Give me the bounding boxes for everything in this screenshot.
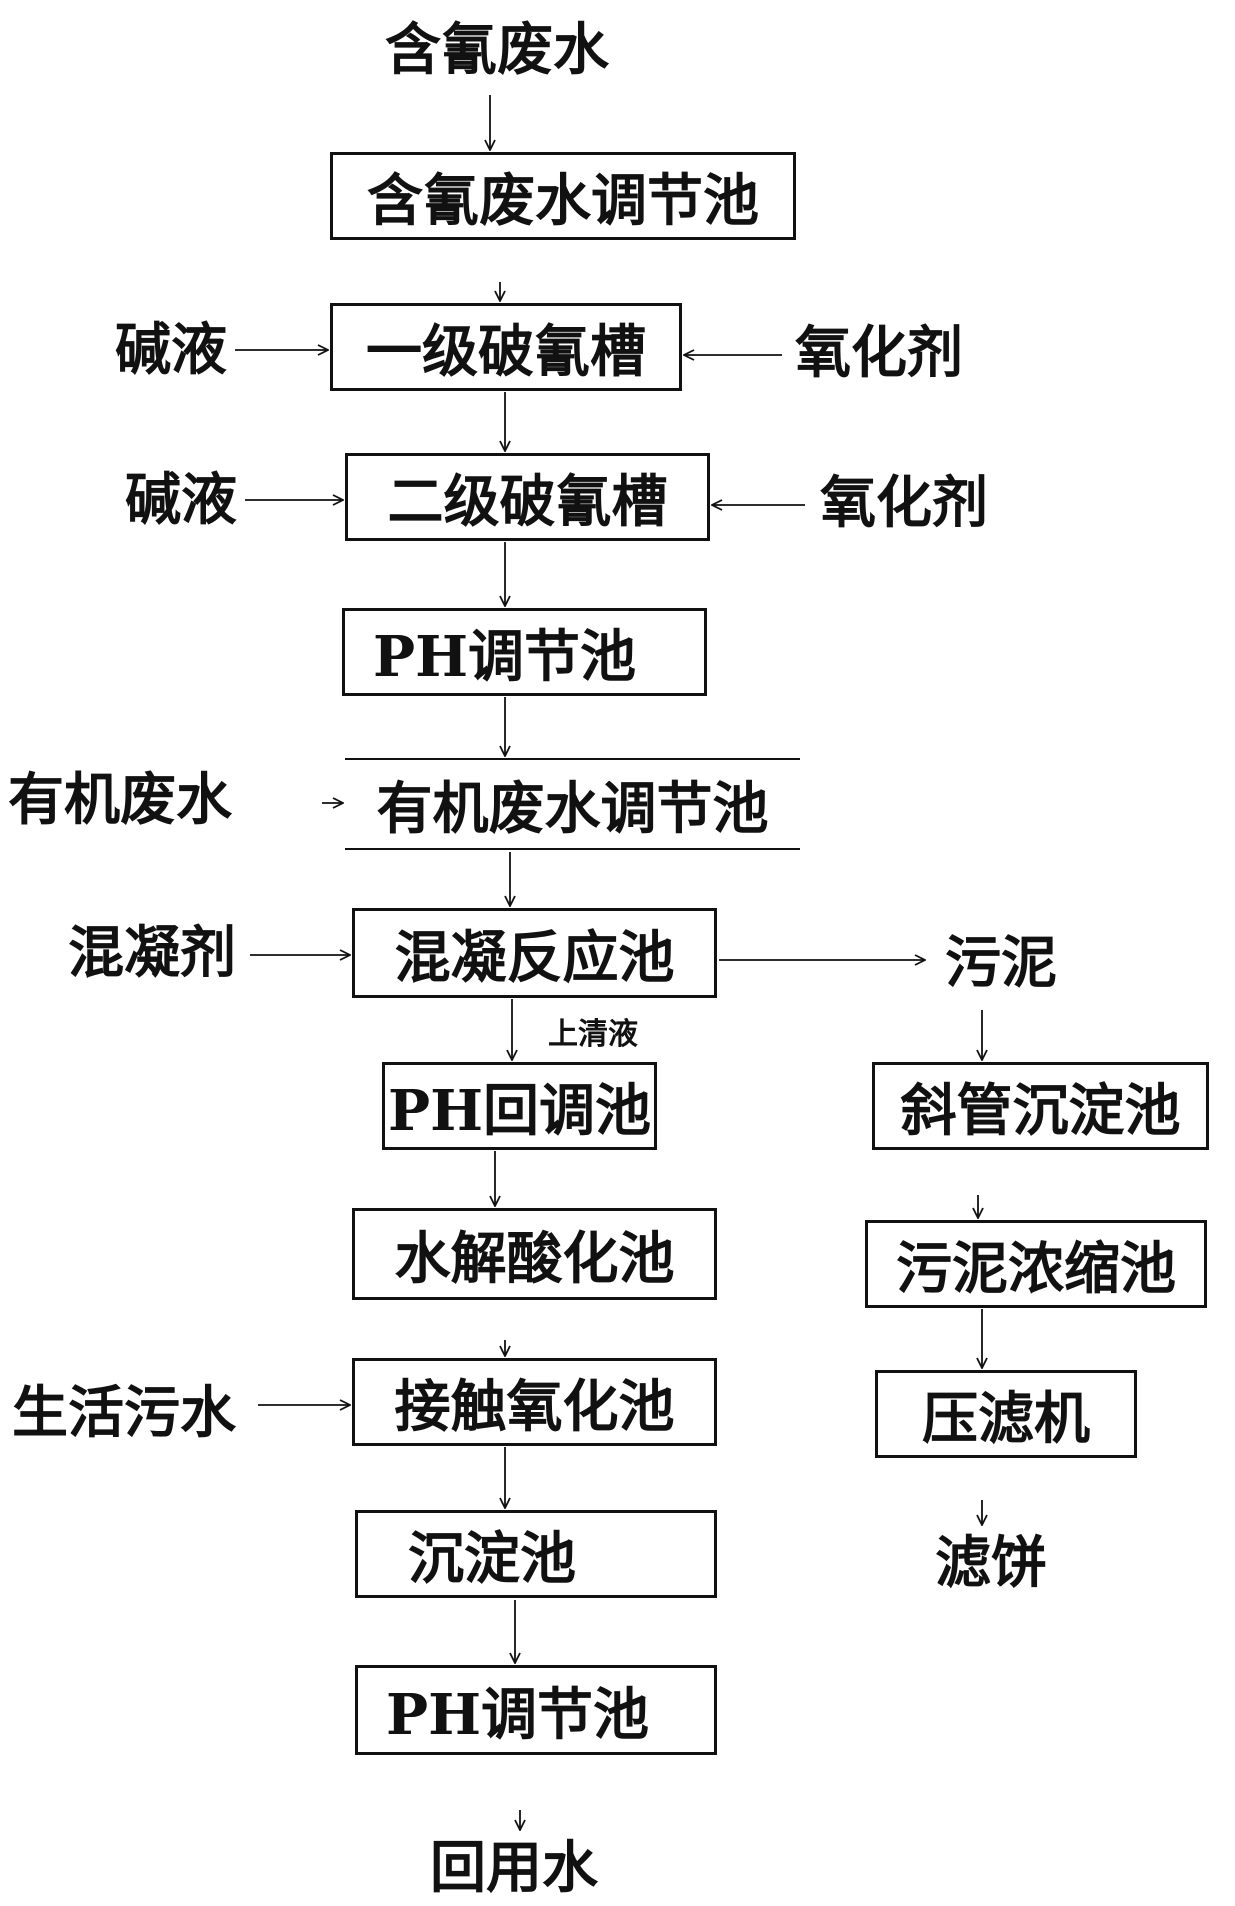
hydrolysis-acidification-tank-text: 水解酸化池 xyxy=(394,1225,675,1292)
coagulation-reaction-tank-text: 混凝反应池 xyxy=(394,924,675,991)
organic-wastewater-label: 有机废水 xyxy=(8,767,232,833)
coagulant-label: 混凝剂 xyxy=(68,920,236,986)
sludge-thickener-tank-text: 污泥浓缩池 xyxy=(896,1235,1176,1302)
sludge-label: 污泥 xyxy=(945,930,1057,996)
inclined-tube-settler-text: 斜管沉淀池 xyxy=(900,1077,1181,1144)
stage2-cyanide-breaking-tank: 二级破氰槽 xyxy=(345,453,710,541)
filter-press: 压滤机 xyxy=(875,1370,1137,1458)
sedimentation-tank: 沉淀池 xyxy=(355,1510,717,1598)
input-cyanide-label: 含氰废水 xyxy=(385,17,609,83)
hydrolysis-acidification-tank: 水解酸化池 xyxy=(352,1208,717,1300)
ph-readjust-tank-text: PH回调池 xyxy=(387,1077,652,1144)
inclined-tube-settler: 斜管沉淀池 xyxy=(872,1062,1209,1150)
alkali-label-1: 碱液 xyxy=(115,317,227,383)
filter-cake-label: 滤饼 xyxy=(935,1530,1047,1596)
supernatant-label: 上清液 xyxy=(548,1017,638,1052)
coagulation-reaction-tank: 混凝反应池 xyxy=(352,908,717,998)
organic-equalization-tank: 有机废水调节池 xyxy=(345,758,800,850)
ph-readjust-tank: PH回调池 xyxy=(382,1062,657,1150)
oxidant-label-2: 氧化剂 xyxy=(820,470,988,536)
contact-oxidation-tank-text: 接触氧化池 xyxy=(394,1373,675,1440)
sedimentation-tank-text: 沉淀池 xyxy=(408,1525,576,1592)
filter-press-text: 压滤机 xyxy=(922,1385,1090,1452)
contact-oxidation-tank: 接触氧化池 xyxy=(352,1358,717,1446)
cyanide-equalization-tank: 含氰废水调节池 xyxy=(330,152,796,240)
oxidant-label-1: 氧化剂 xyxy=(795,320,963,386)
domestic-sewage-label: 生活污水 xyxy=(12,1380,236,1446)
alkali-label-2: 碱液 xyxy=(125,467,237,533)
reuse-water-label: 回用水 xyxy=(430,1835,598,1901)
organic-equalization-tank-text: 有机废水调节池 xyxy=(376,775,769,842)
sludge-thickener-tank: 污泥浓缩池 xyxy=(865,1220,1207,1308)
stage1-cyanide-breaking-tank-text: 一级破氰槽 xyxy=(366,318,646,385)
stage1-cyanide-breaking-tank: 一级破氰槽 xyxy=(330,303,682,391)
cyanide-equalization-tank-text: 含氰废水调节池 xyxy=(367,167,759,234)
ph-adjust-tank-1-text: PH调节池 xyxy=(373,623,637,690)
ph-adjust-tank-1: PH调节池 xyxy=(342,608,707,696)
ph-adjust-tank-2: PH调节池 xyxy=(355,1665,717,1755)
ph-adjust-tank-2-text: PH调节池 xyxy=(386,1681,650,1748)
stage2-cyanide-breaking-tank-text: 二级破氰槽 xyxy=(387,468,668,535)
